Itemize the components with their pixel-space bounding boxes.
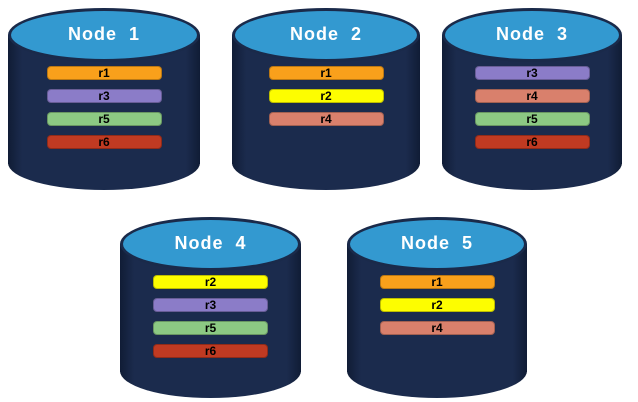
cylinder-top-ellipse: Node 1: [8, 8, 200, 62]
replica-list: r1 r2 r4: [347, 275, 527, 335]
database-node-4: Node 4 r2 r3 r5 r6: [120, 217, 301, 398]
replica-label: r3: [204, 298, 217, 312]
replica-bar-r4: r4: [268, 112, 384, 126]
database-node-1: Node 1 r1 r3 r5 r6: [8, 8, 200, 190]
replica-bar-r2: r2: [379, 298, 495, 312]
replica-bar-r1: r1: [379, 275, 495, 289]
replica-bar-r3: r3: [474, 66, 590, 80]
replica-bar-r6: r6: [474, 135, 590, 149]
node-label: Node 3: [495, 23, 568, 44]
replica-list: r1 r2 r4: [232, 66, 420, 126]
replica-label: r2: [320, 89, 332, 103]
replica-label: r1: [320, 66, 332, 80]
replica-bar-r2: r2: [268, 89, 384, 103]
replica-label: r4: [320, 112, 332, 126]
replica-label: r1: [431, 275, 443, 289]
replica-bar-r4: r4: [379, 321, 495, 335]
node-label: Node 5: [400, 232, 473, 253]
replica-label: r3: [98, 89, 110, 103]
replica-list: r2 r3 r5 r6: [120, 275, 301, 358]
replica-bar-r3: r3: [46, 89, 162, 103]
database-node-3: Node 3 r3 r4 r5 r6: [442, 8, 622, 190]
replica-bar-r2: r2: [153, 275, 268, 289]
cylinder-top-ellipse: Node 5: [347, 217, 527, 271]
replica-bar-r6: r6: [46, 135, 162, 149]
database-node-5: Node 5 r1 r2 r4: [347, 217, 527, 398]
node-label: Node 1: [67, 23, 140, 44]
replica-label: r5: [204, 321, 217, 335]
replica-list: r3 r4 r5 r6: [442, 66, 622, 149]
replica-bar-r5: r5: [474, 112, 590, 126]
replica-label: r5: [98, 112, 110, 126]
replica-list: r1 r3 r5 r6: [8, 66, 200, 149]
replica-bar-r5: r5: [153, 321, 268, 335]
replica-label: r2: [204, 275, 217, 289]
replica-label: r6: [526, 135, 538, 149]
cylinder-top-ellipse: Node 3: [442, 8, 622, 62]
replica-bar-r4: r4: [474, 89, 590, 103]
replica-bar-r1: r1: [46, 66, 162, 80]
cylinder-top-ellipse: Node 2: [232, 8, 420, 62]
replica-label: r1: [98, 66, 110, 80]
replica-label: r5: [526, 112, 538, 126]
replica-bar-r5: r5: [46, 112, 162, 126]
replica-label: r4: [431, 321, 443, 335]
replica-label: r2: [431, 298, 443, 312]
replica-bar-r6: r6: [153, 344, 268, 358]
replica-label: r4: [526, 89, 538, 103]
database-node-2: Node 2 r1 r2 r4: [232, 8, 420, 190]
replica-label: r6: [98, 135, 110, 149]
node-label: Node 2: [289, 23, 362, 44]
replica-bar-r1: r1: [268, 66, 384, 80]
replica-label: r6: [204, 344, 217, 358]
replica-label: r3: [526, 66, 538, 80]
replica-bar-r3: r3: [153, 298, 268, 312]
cylinder-top-ellipse: Node 4: [120, 217, 301, 271]
node-label: Node 4: [174, 232, 247, 253]
